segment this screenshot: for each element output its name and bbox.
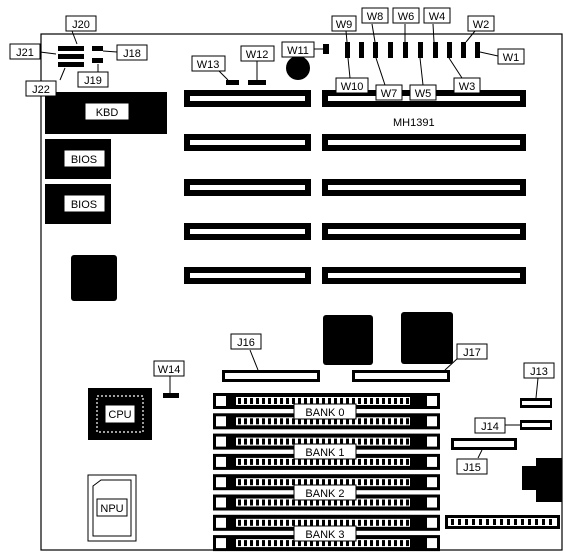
w10-tag <box>335 77 369 94</box>
w13-jumper <box>226 80 239 85</box>
expansion-slot <box>184 223 311 240</box>
simm-rows <box>213 393 440 552</box>
w3-tag <box>453 77 481 94</box>
simm-slot <box>213 413 440 430</box>
expansion-slot <box>322 267 526 284</box>
battery <box>286 56 310 80</box>
kbd-label: KBD <box>96 107 119 119</box>
bank-2-label: BANK 2 <box>305 488 344 500</box>
bank-1-tag <box>293 443 357 460</box>
bios-label-1: BIOS <box>71 154 97 166</box>
board-model-label: MH1391 <box>393 117 435 129</box>
j13-tag <box>523 362 555 379</box>
j14-label: J14 <box>481 421 499 433</box>
j21-tag <box>9 43 41 60</box>
expansion-slot <box>184 267 311 284</box>
w4-tag <box>423 7 451 24</box>
j17-label: J17 <box>463 347 481 359</box>
j19-tag <box>77 71 109 88</box>
w13-tag <box>191 55 226 72</box>
w12-tag <box>240 45 275 62</box>
bank-3-label: BANK 3 <box>305 529 344 541</box>
expansion-slot <box>322 134 526 151</box>
bank-2-tag <box>293 484 357 501</box>
jumper-blocks <box>323 42 480 58</box>
simm-slot <box>213 494 440 511</box>
j20-tag <box>65 15 97 32</box>
j20-label: J20 <box>72 19 90 31</box>
edge-slot-pins <box>451 519 552 525</box>
simm-slot <box>213 514 440 531</box>
expansion-slot <box>184 90 311 107</box>
j21-label: J21 <box>16 47 34 59</box>
w2-tag <box>467 15 495 32</box>
w13-label: W13 <box>197 59 220 71</box>
top-left-headers <box>58 46 103 67</box>
cpu-label: CPU <box>108 409 131 421</box>
w7-tag <box>375 84 403 101</box>
w1-label: W1 <box>503 52 520 64</box>
w14-jumper <box>163 393 179 398</box>
bank-1-label: BANK 1 <box>305 447 344 459</box>
w1-tag <box>497 48 525 65</box>
w6-label: W6 <box>398 11 415 23</box>
j15-label: J15 <box>463 462 481 474</box>
bios-label-2: BIOS <box>71 199 97 211</box>
j13-label: J13 <box>530 366 548 378</box>
bank-0-label: BANK 0 <box>305 407 344 419</box>
w8-tag <box>361 7 389 24</box>
bank-0-tag <box>293 403 357 420</box>
w3-label: W3 <box>459 81 476 93</box>
j16-tag <box>230 333 262 350</box>
expansion-slot <box>322 179 526 196</box>
w10-label: W10 <box>341 81 364 93</box>
expansion-slot <box>322 223 526 240</box>
w12-label: W12 <box>246 49 269 61</box>
simm-slot <box>213 433 440 450</box>
square-chip <box>401 312 453 364</box>
w9-label: W9 <box>336 19 353 31</box>
w11-label: W11 <box>287 45 309 57</box>
simm-slot <box>213 393 440 409</box>
expansion-slot <box>184 134 311 151</box>
j19-label: J19 <box>84 75 102 87</box>
square-chip <box>71 255 117 301</box>
j18-label: J18 <box>123 48 141 60</box>
j14-tag <box>474 417 506 434</box>
w5-tag <box>409 84 437 101</box>
power-connector-tab <box>522 466 536 490</box>
simm-slot <box>213 535 440 552</box>
w2-label: W2 <box>473 19 490 31</box>
simm-slot <box>213 453 440 470</box>
bank-3-tag <box>293 525 357 542</box>
w7-label: W7 <box>381 88 398 100</box>
npu-label: NPU <box>100 503 123 515</box>
j22-label: J22 <box>32 84 50 96</box>
w9-tag <box>331 15 357 32</box>
w12-jumper <box>248 80 266 85</box>
j17-tag <box>456 343 488 360</box>
simm-slot <box>213 474 440 491</box>
square-chip <box>323 315 373 365</box>
w4-label: W4 <box>429 11 446 23</box>
j15-tag <box>456 458 488 475</box>
w6-tag <box>392 7 420 24</box>
w5-label: W5 <box>415 88 432 100</box>
expansion-slots <box>184 90 526 284</box>
power-connector <box>536 458 562 502</box>
w11-tag <box>281 41 315 58</box>
w14-tag <box>153 360 185 377</box>
j22-tag <box>25 80 57 97</box>
j16-label: J16 <box>237 337 255 349</box>
j18-tag <box>116 44 148 61</box>
expansion-slot <box>184 179 311 196</box>
w8-label: W8 <box>367 11 384 23</box>
w14-label: W14 <box>158 364 181 376</box>
